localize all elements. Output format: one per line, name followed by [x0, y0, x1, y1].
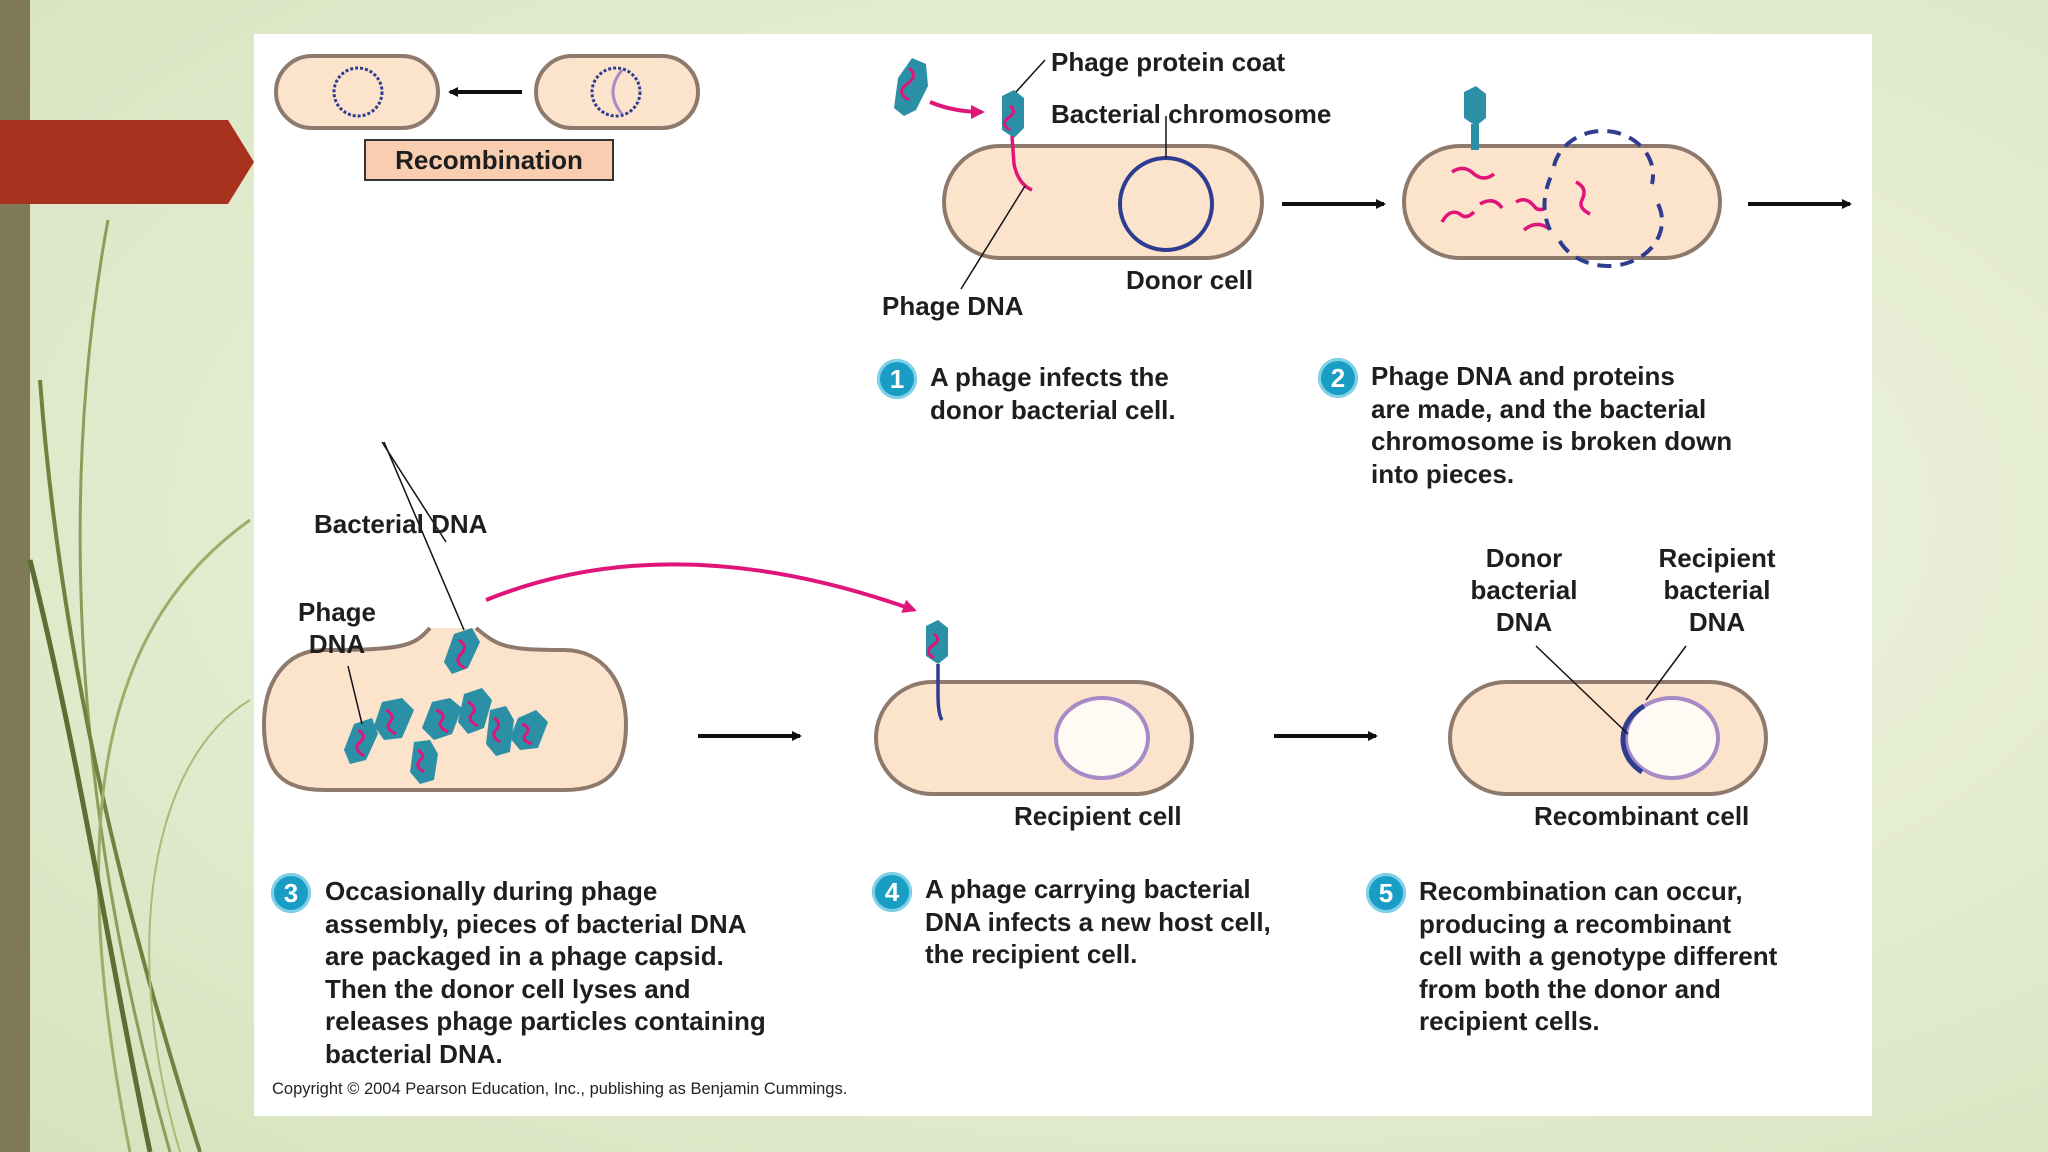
step-4-badge: 4 — [872, 872, 912, 912]
donor-cell-step1 — [894, 58, 1264, 290]
label-recombinant-cell: Recombinant cell — [1534, 801, 1750, 831]
donor-cell-step2 — [1402, 86, 1722, 268]
step-3-badge: 3 — [271, 873, 311, 913]
label-donor-cell: Donor cell — [1126, 265, 1254, 295]
label-phage-protein-coat: Phage protein coat — [1051, 47, 1286, 77]
step-2-text: Phage DNA and proteins are made, and the… — [1371, 361, 1733, 489]
step-1-badge: 1 — [877, 359, 917, 399]
step-2-badge: 2 — [1318, 358, 1358, 398]
step-5-badge: 5 — [1366, 873, 1406, 913]
label-donor-bacterial-dna: Donor bacterial DNA — [1470, 543, 1578, 637]
title-tab-arrow — [0, 120, 254, 204]
copyright-notice: Copyright © 2004 Pearson Education, Inc.… — [272, 1080, 848, 1098]
decorative-swoosh-lines — [27, 219, 251, 1152]
label-phage-dna-bottom: Phage DNA — [297, 597, 377, 659]
step-1-text: A phage infects the donor bacterial cell… — [930, 362, 1176, 425]
step-3-text: Occasionally during phage assembly, piec… — [325, 876, 766, 1069]
step-5-text: Recombination can occur, producing a rec… — [1419, 876, 1778, 1036]
label-recipient-bacterial-dna: Recipient bacterial DNA — [1658, 543, 1776, 637]
label-recipient-cell: Recipient cell — [1014, 801, 1182, 831]
label-bacterial-chromosome: Bacterial chromosome — [1051, 99, 1332, 129]
recombinant-cell-step5 — [1448, 645, 1768, 796]
step-4-text: A phage carrying bacterial DNA infects a… — [925, 874, 1271, 969]
recombination-inset — [274, 54, 700, 130]
label-bacterial-dna: Bacterial DNA — [314, 509, 488, 539]
recipient-cell-step4 — [874, 620, 1194, 796]
diagram-panel: Recombination Phage protein coat Bacteri… — [254, 34, 1872, 1116]
label-phage-dna-top: Phage DNA — [882, 291, 1024, 321]
lysed-donor-cell-step3 — [261, 441, 917, 792]
recombination-label-box: Recombination — [364, 139, 614, 181]
diagram-drawing — [261, 54, 1852, 796]
